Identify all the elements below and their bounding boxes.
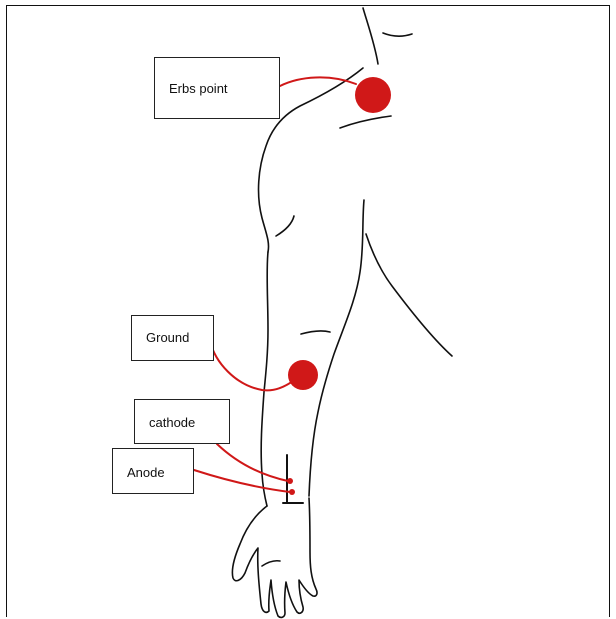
ground-label-box: Ground (131, 315, 214, 361)
palm-line (262, 561, 280, 566)
hand-contour (232, 498, 317, 617)
anode-label-box: Anode (112, 448, 194, 494)
erbs-point-electrode (355, 77, 391, 113)
wrist-mark (283, 455, 303, 503)
chin-line (383, 33, 412, 36)
cathode-label-box: cathode (134, 399, 230, 444)
armpit-line (366, 234, 452, 356)
outer-arm-contour (261, 252, 268, 506)
elbow-crease (301, 331, 330, 334)
ground-leader (210, 341, 297, 390)
erbs-point-label-box: Erbs point (154, 57, 280, 119)
inner-arm-contour (309, 200, 364, 496)
cathode-label: cathode (149, 415, 195, 430)
anode-electrode (289, 489, 295, 495)
anode-leader (194, 470, 290, 492)
ground-label: Ground (146, 330, 189, 345)
neck-line (363, 8, 378, 64)
anode-label: Anode (127, 465, 165, 480)
collarbone-line (340, 116, 391, 128)
erbs-point-label: Erbs point (169, 81, 228, 96)
ground-electrode (288, 360, 318, 390)
cathode-leader (217, 444, 288, 481)
deltoid-line (276, 216, 294, 236)
cathode-electrode (287, 478, 293, 484)
